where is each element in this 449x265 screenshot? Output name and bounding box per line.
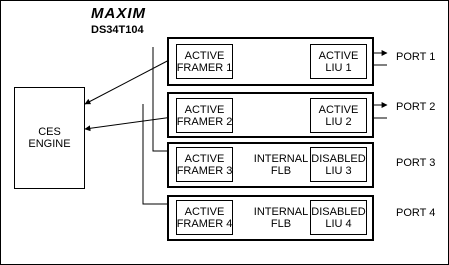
part-number: DS34T104 [91,24,144,36]
liu-2-box [310,98,367,133]
framer-1-box [176,44,233,79]
framer-1-label: ACTIVE FRAMER 1 [176,49,233,74]
liu-4-box [310,200,367,235]
port-2-label: PORT 2 [396,101,436,113]
liu-1-box [310,44,367,79]
framer-2-box [176,98,233,133]
framer-2-label: ACTIVE FRAMER 2 [176,103,233,128]
port-1-label: PORT 1 [396,51,436,63]
framer-3-label: ACTIVE FRAMER 3 [176,152,233,177]
port-3-label: PORT 3 [396,157,436,169]
liu-3-box [310,147,367,182]
ces-engine-label: CES ENGINE [28,126,71,150]
liu-3-label: DISABLED LIU 3 [311,152,366,177]
ces-to-framer3-link [152,47,174,154]
internal-flb-3-label: INTERNAL FLB [253,152,309,177]
ces-engine-box [14,87,85,189]
ces-to-framer2-link [84,114,174,132]
ces-to-framer1-link [84,57,174,105]
liu-4-label: DISABLED LIU 4 [311,205,366,230]
framer-4-box [176,200,233,235]
port-4-label: PORT 4 [396,207,436,219]
framer-3-box [176,147,233,182]
framer-4-label: ACTIVE FRAMER 4 [176,205,233,230]
maxim-logo: MAXIM [91,5,146,22]
internal-flb-4-label: INTERNAL FLB [253,205,309,230]
liu-1-label: ACTIVE LIU 1 [318,49,359,74]
liu-2-label: ACTIVE LIU 2 [318,103,359,128]
ces-to-framer4-link [142,104,174,207]
